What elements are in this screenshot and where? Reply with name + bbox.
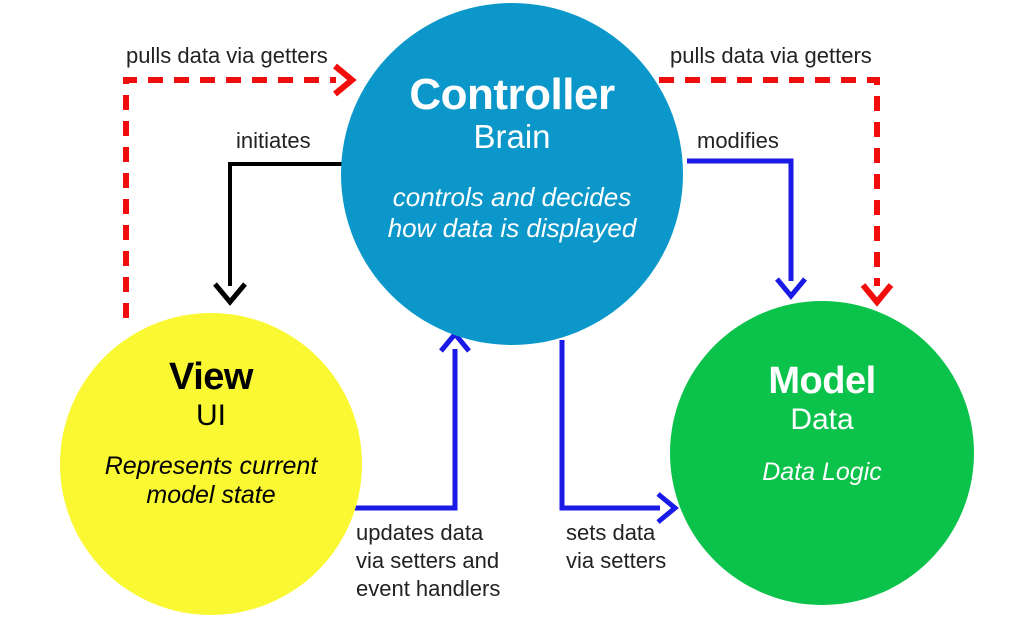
arrowhead-modifies: [775, 277, 807, 300]
node-circle-controller[interactable]: [341, 3, 683, 345]
edge-pulls-data-via-getters-right: [659, 77, 894, 307]
edge-line-pulls-left: [123, 77, 336, 318]
node-circle-model[interactable]: [670, 301, 974, 605]
edge-line-modifies: [687, 158, 794, 281]
edge-line-pulls-right: [659, 77, 880, 286]
node-circle-view[interactable]: [60, 313, 362, 615]
edge-initiates: [213, 162, 344, 306]
edge-line-initiates: [228, 162, 344, 286]
arrowhead-pulls-left: [333, 63, 357, 97]
edge-line-updates: [349, 349, 458, 511]
arrowhead-pulls-right: [860, 283, 894, 307]
arrowhead-initiates: [213, 282, 247, 306]
edge-sets-data: [559, 340, 679, 524]
arrowhead-sets: [656, 492, 679, 524]
edge-line-sets: [559, 340, 660, 511]
edge-pulls-data-via-getters-left: [123, 63, 357, 318]
edge-modifies: [687, 158, 807, 300]
